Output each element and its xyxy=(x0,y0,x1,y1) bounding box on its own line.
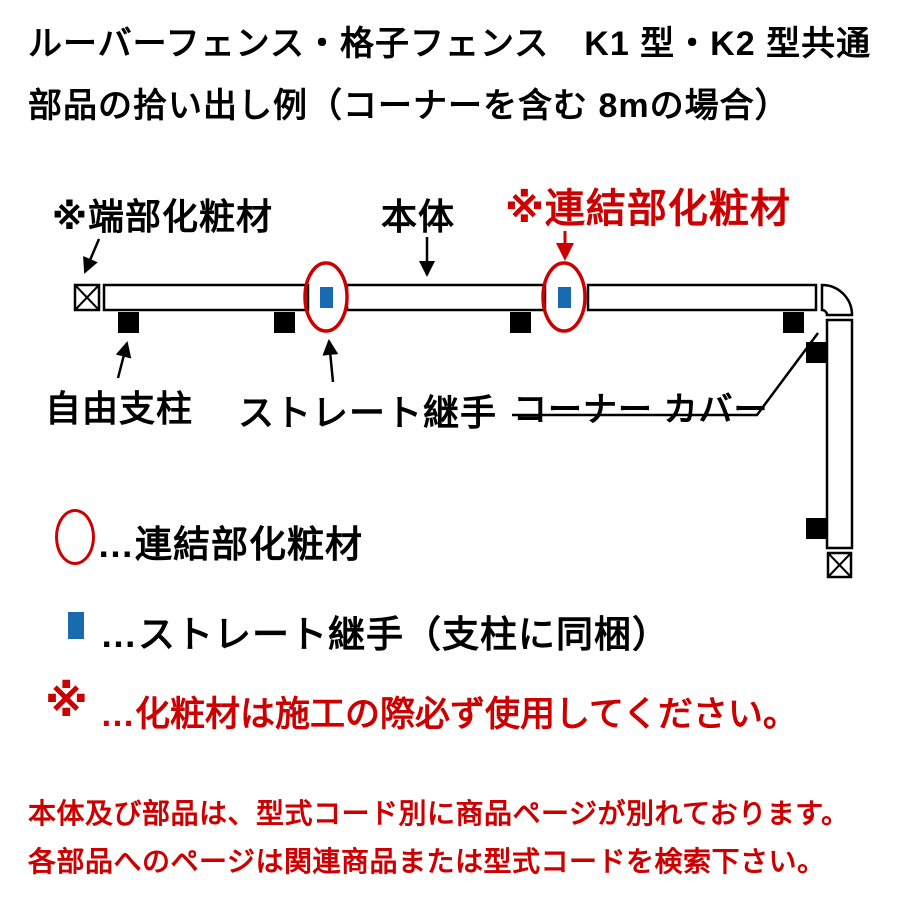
legend-red-ellipse-icon xyxy=(55,509,95,565)
post-3 xyxy=(510,312,531,333)
joint-trim-ellipse-1 xyxy=(303,261,349,333)
rail-segment-1 xyxy=(102,283,310,312)
label-end-trim: ※端部化粧材 xyxy=(52,196,273,237)
footer-note-line1: 本体及び部品は、型式コード別に商品ページが別れております。 xyxy=(28,798,850,829)
label-straight-joint: ストレート継手 xyxy=(238,392,498,433)
arrow-free-post xyxy=(115,341,132,379)
straight-joint-1 xyxy=(320,287,333,308)
label-free-post: 自由支柱 xyxy=(45,388,194,429)
label-corner-cover: コーナー カバー xyxy=(513,391,769,429)
arrow-end-trim xyxy=(83,238,101,274)
corner-piece xyxy=(820,283,854,317)
end-cap-bottom xyxy=(826,551,853,579)
page-title-line2: 部品の拾い出し例（コーナーを含む 8mの場合） xyxy=(28,87,790,125)
legend-asterisk-icon: ※ xyxy=(45,677,88,726)
post-4 xyxy=(783,312,804,333)
rail-segment-2 xyxy=(345,283,547,312)
joint-trim-ellipse-2 xyxy=(541,261,587,333)
legend-item-straight-joint: …ストレート継手（支柱に同梱） xyxy=(100,614,670,655)
post-2 xyxy=(274,312,295,333)
post-1 xyxy=(118,312,139,333)
arrow-straight-joint xyxy=(322,339,339,383)
footer-note-line2: 各部品へのページは関連商品または型式コードを検索下さい。 xyxy=(28,846,826,877)
vertical-rail xyxy=(825,318,854,550)
label-body: 本体 xyxy=(381,196,456,237)
end-cap-left xyxy=(73,283,101,312)
post-5-vertical xyxy=(806,342,827,363)
straight-joint-2 xyxy=(558,287,571,308)
legend-item-trim-note: …化粧材は施工の際必ず使用してください。 xyxy=(100,695,798,734)
corner-cover-leader-line xyxy=(512,332,820,417)
legend-item-joint-trim: …連結部化粧材 xyxy=(97,524,363,565)
page-title-line1: ルーバーフェンス・格子フェンス K1 型・K2 型共通 xyxy=(28,25,872,63)
legend-blue-rect-icon xyxy=(68,612,84,639)
label-joint-trim: ※連結部化粧材 xyxy=(505,187,791,231)
rail-segment-3 xyxy=(586,283,818,312)
post-6-vertical xyxy=(806,518,827,539)
